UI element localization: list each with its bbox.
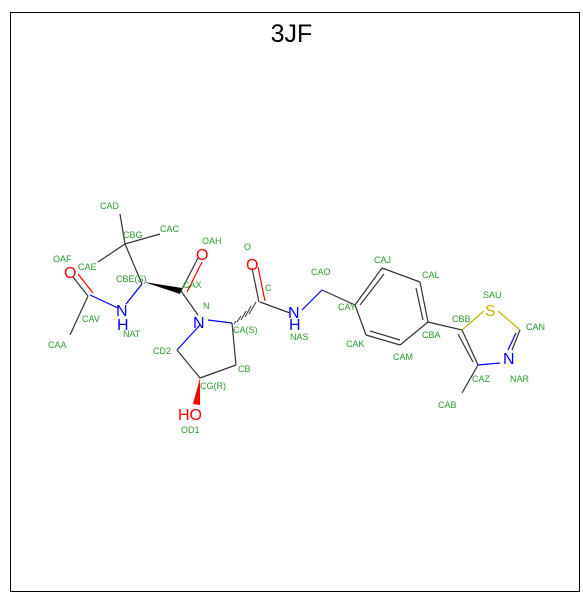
label-nas: NAS (290, 332, 309, 342)
bond-nat-cav (89, 294, 119, 309)
atom-n-ring: N (193, 315, 205, 332)
label-o: O (244, 242, 251, 252)
wedge-cg-oh (193, 378, 200, 405)
bond-cd2-cg (176, 349, 201, 379)
label-cay: CAY (338, 302, 356, 312)
atom-ho: HO (178, 407, 202, 424)
label-cae: CAE (78, 262, 97, 272)
bonds (69, 213, 521, 405)
label-cax: CAX (183, 280, 202, 290)
label-cbg: CBG (123, 230, 143, 240)
label-nar: NAR (510, 374, 530, 384)
bond-c-nas (259, 301, 291, 314)
label-cad: CAD (100, 201, 120, 211)
bond-can-nar (511, 329, 521, 351)
bond-cax-n (180, 290, 199, 316)
bond-cal-cba-2 (415, 287, 424, 321)
atom-o-c: O (246, 257, 258, 274)
atom-n-nar: N (503, 351, 515, 368)
label-cav: CAV (82, 314, 100, 324)
bond-cbb-sau (461, 310, 485, 331)
label-cal: CAL (422, 270, 440, 280)
bond-cbg-cae (97, 243, 126, 263)
atom-n-nat: N (116, 303, 128, 320)
atom-h-nas: H (289, 317, 301, 334)
bond-cal-cba (419, 281, 429, 323)
label-nat: NAT (123, 329, 141, 339)
label-caz: CAZ (472, 374, 491, 384)
bond-cax-oah-2 (186, 261, 203, 293)
bond-cam-cak-2 (369, 330, 401, 341)
bond-cay-caj (354, 267, 383, 306)
wedge-cbe-cax (144, 282, 182, 294)
bond-caz-cbb (461, 329, 479, 366)
bond-caz-cbb-2 (457, 333, 474, 363)
bond-caz-cab (461, 364, 479, 394)
bond-sau-can (497, 310, 521, 331)
atom-n-nas: N (288, 305, 300, 322)
label-cbe: CBE(S) (116, 274, 147, 284)
label-oaf: OAF (53, 254, 72, 264)
bond-cbg-cad (119, 213, 126, 245)
atom-labels: CAD CBG CAC OAF CAE CBE(S) CAX OAH CAV C… (48, 201, 545, 435)
bond-cbe-nat (125, 283, 143, 305)
bond-cay-caj-2 (359, 273, 385, 306)
bond-cav-oaf-2 (77, 273, 94, 294)
label-caj: CAJ (374, 255, 391, 265)
label-c: C (265, 283, 272, 293)
label-sau: SAU (483, 290, 502, 300)
label-cba: CBA (422, 330, 441, 340)
bond-cak-cay (354, 304, 367, 336)
label-cak: CAK (346, 339, 365, 349)
bond-cba-cbb (427, 321, 463, 331)
label-caa: CAA (48, 340, 67, 350)
label-can: CAN (526, 322, 545, 332)
diagram-title: 3JF (270, 20, 313, 48)
atom-o-oah: O (196, 247, 208, 264)
bond-can-nar-2 (507, 332, 517, 351)
hash-ca-c (233, 301, 257, 325)
bond-n-cd2 (176, 324, 201, 351)
bond-nar-caz (477, 362, 501, 366)
bond-cax-oah (180, 257, 199, 292)
label-cac: CAC (160, 224, 180, 234)
label-cao: CAO (311, 267, 331, 277)
bond-cbg-cbe (124, 243, 143, 285)
atom-o-acetyl: O (64, 265, 76, 282)
bond-cg-cb (199, 364, 237, 379)
bond-nas-cao (301, 289, 323, 311)
label-cbb: CBB (452, 314, 471, 324)
label-cam: CAM (393, 352, 413, 362)
bond-caj-cal (381, 267, 421, 283)
bond-cbg-cac (124, 233, 161, 245)
bond-cav-caa (69, 295, 89, 336)
label-n: N (203, 301, 210, 311)
bond-cav-oaf (72, 276, 89, 297)
label-cd2: CD2 (153, 346, 171, 356)
bond-cam-cak (365, 334, 401, 346)
bond-cao-cay (321, 289, 356, 306)
label-cg: CG(R) (200, 381, 226, 391)
label-oah: OAH (202, 236, 222, 246)
bond-c-o (251, 267, 260, 303)
label-ca: CA(S) (233, 325, 258, 335)
atom-s-sau: S (485, 303, 496, 320)
label-cb: CB (238, 364, 251, 374)
label-cab: CAB (438, 400, 457, 410)
atom-symbols: O O O N H N N H N S HO (64, 247, 515, 424)
bond-ca-n (207, 319, 233, 324)
atom-h-nat: H (117, 317, 129, 334)
bond-c-o-2 (257, 266, 266, 302)
bond-cb-ca (231, 322, 237, 366)
label-od1: OD1 (181, 425, 200, 435)
bond-cba-cam (399, 321, 429, 346)
